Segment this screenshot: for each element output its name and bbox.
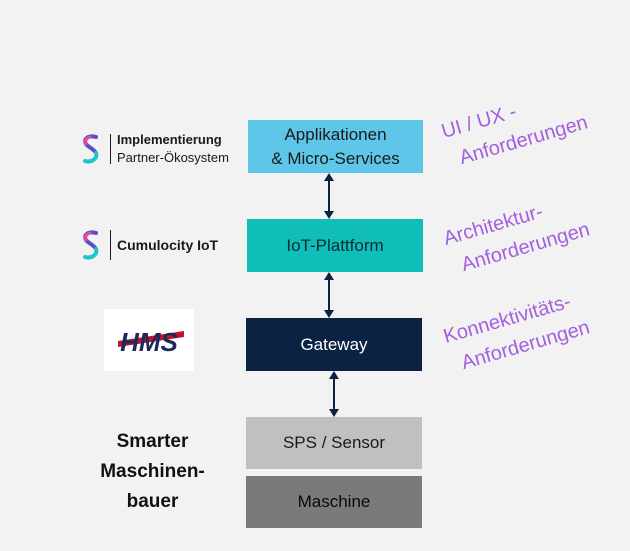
double-arrow-icon xyxy=(329,371,339,417)
iot-plattform-label: IoT-Plattform xyxy=(286,235,384,255)
double-arrow-icon xyxy=(324,173,334,219)
smarter-line2: Maschinen- xyxy=(100,461,205,482)
gateway-box: Gateway xyxy=(246,318,422,371)
konnektivitaet-requirements: Konnektivitäts- Anforderungen xyxy=(440,284,593,381)
hms-logo-icon: HMS xyxy=(118,327,184,357)
ui-ux-requirements: UI / UX - Anforderungen xyxy=(438,79,591,176)
architektur-requirements: Architektur- Anforderungen xyxy=(440,186,593,283)
smarter-line1: Smarter xyxy=(116,431,189,452)
double-arrow-icon xyxy=(324,272,334,318)
implementierung-logo: Implementierung Partner-Ökosystem xyxy=(80,131,229,167)
maschine-label: Maschine xyxy=(297,492,371,511)
sps-sensor-label: SPS / Sensor xyxy=(282,433,386,452)
smarter-line3: bauer xyxy=(126,491,179,512)
implementierung-title: Implementierung xyxy=(117,132,222,147)
applikationen-line1: Applikationen xyxy=(284,124,387,144)
s-logo-icon xyxy=(83,134,99,164)
cumulocity-logo: Cumulocity IoT xyxy=(80,230,218,260)
logo-divider xyxy=(110,230,111,260)
implementierung-subtitle: Partner-Ökosystem xyxy=(117,150,229,165)
smarter-maschinenbauer: Smarter Maschinen- bauer xyxy=(90,427,215,517)
iot-plattform-box: IoT-Plattform xyxy=(247,219,423,272)
logo-divider xyxy=(110,134,111,164)
maschine-box: Maschine xyxy=(246,476,422,528)
s-logo-icon xyxy=(83,230,99,260)
hms-logo-text: HMS xyxy=(120,327,178,357)
gateway-label: Gateway xyxy=(300,334,368,354)
applikationen-line2: & Micro-Services xyxy=(271,148,400,168)
sps-sensor-box: SPS / Sensor xyxy=(246,417,422,469)
hms-logo: HMS xyxy=(104,309,194,371)
cumulocity-label: Cumulocity IoT xyxy=(117,237,219,253)
applikationen-box: Applikationen & Micro-Services xyxy=(248,120,423,173)
